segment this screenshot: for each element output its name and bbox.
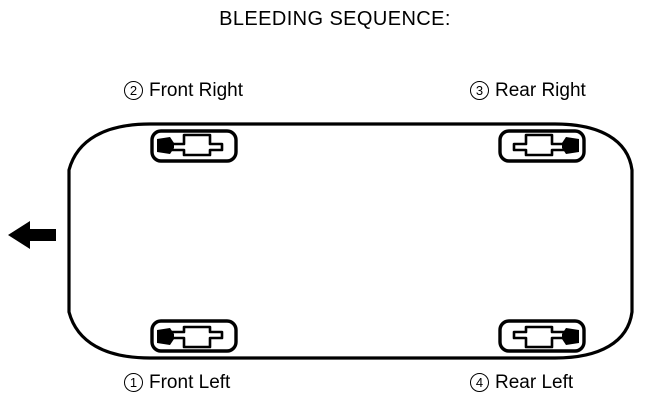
- page-title: BLEEDING SEQUENCE:: [219, 8, 451, 30]
- sequence-number-badge: 3: [470, 81, 489, 100]
- arrow-left-icon: [8, 221, 56, 249]
- wheel-label-front-right: 2 Front Right: [124, 81, 243, 100]
- sequence-number-badge: 1: [124, 373, 143, 392]
- vehicle-body-outline: [67, 122, 634, 360]
- wheel-label-rear-left: 4 Rear Left: [470, 373, 573, 392]
- wheel-label-text: Rear Right: [495, 80, 586, 101]
- wheel-label-rear-right: 3 Rear Right: [470, 81, 586, 100]
- wheel-label-front-left: 1 Front Left: [124, 373, 230, 392]
- brake-caliper-icon-front-right: [150, 129, 238, 163]
- wheel-label-text: Front Left: [149, 372, 231, 393]
- sequence-number-badge: 2: [124, 81, 143, 100]
- brake-caliper-icon-rear-left: [498, 319, 586, 353]
- wheel-label-text: Front Right: [149, 80, 243, 101]
- brake-caliper-icon-front-left: [150, 319, 238, 353]
- brake-caliper-icon-rear-right: [498, 129, 586, 163]
- sequence-number-badge: 4: [470, 373, 489, 392]
- wheel-label-text: Rear Left: [495, 372, 574, 393]
